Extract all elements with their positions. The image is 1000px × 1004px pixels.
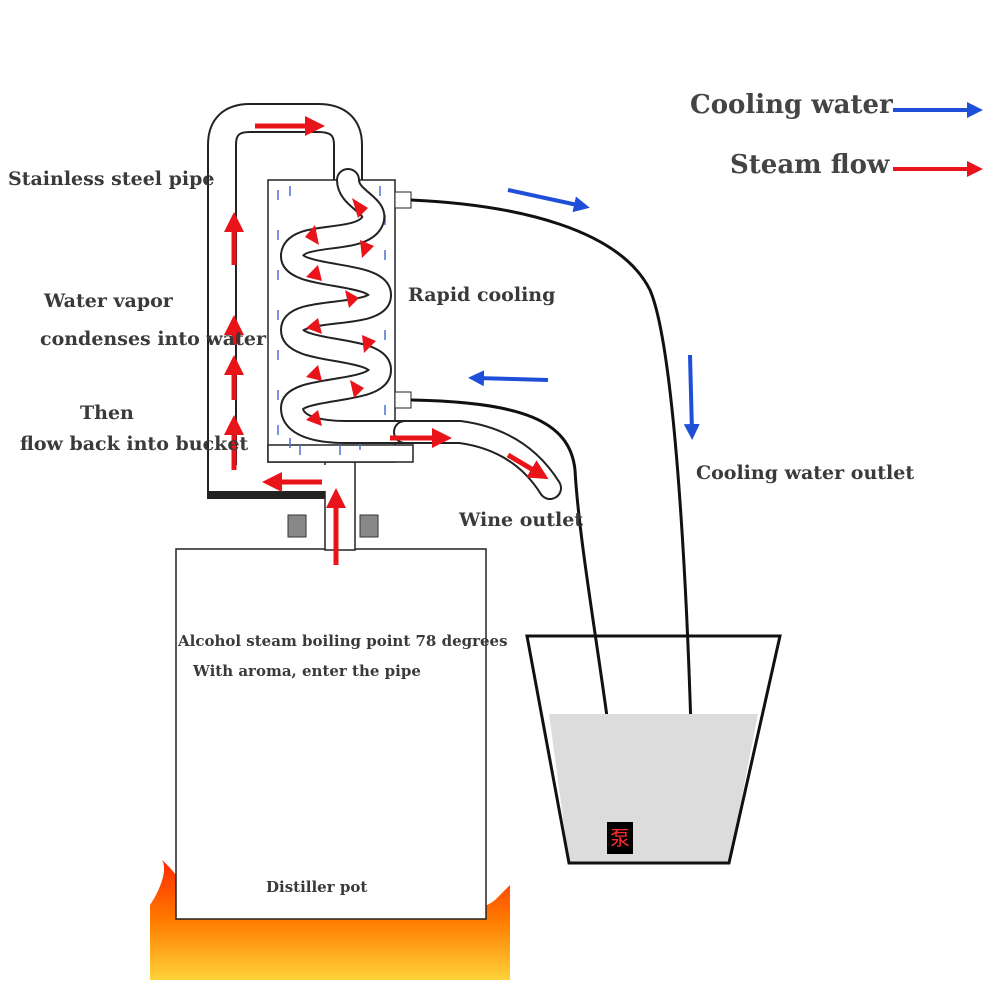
label-flow-back: flow back into bucket	[20, 433, 249, 455]
distiller-pot	[175, 548, 487, 920]
label-water-vapor: Water vapor	[44, 290, 173, 312]
label-wine-outlet: Wine outlet	[459, 509, 584, 531]
label-condenses: condenses into water	[40, 328, 266, 350]
steam-flow-arrows	[224, 116, 549, 565]
connector-bottom	[394, 391, 412, 409]
pump-icon: 泵	[607, 822, 633, 854]
label-cooling-water-outlet: Cooling water outlet	[696, 462, 915, 484]
legend-cooling-water: Cooling water	[690, 90, 893, 120]
neck-clamp-left	[287, 514, 307, 538]
label-rapid-cooling: Rapid cooling	[408, 284, 556, 306]
label-then: Then	[80, 402, 134, 424]
cooling-water-arrows	[468, 188, 700, 440]
label-distiller-pot: Distiller pot	[266, 878, 368, 896]
connector-top	[394, 191, 412, 209]
coil-steam-arrows	[305, 198, 376, 426]
bucket	[525, 634, 782, 865]
label-steam-boiling-point: Alcohol steam boiling point 78 degrees	[178, 632, 508, 650]
water-in-bucket	[549, 714, 758, 862]
label-stainless-steel-pipe: Stainless steel pipe	[8, 168, 215, 190]
label-aroma: With aroma, enter the pipe	[193, 662, 421, 680]
neck-clamp-right	[359, 514, 379, 538]
legend-steam-flow: Steam flow	[730, 150, 890, 180]
flame-icon	[150, 860, 510, 980]
cooling-water-outlet-hose	[410, 198, 695, 829]
